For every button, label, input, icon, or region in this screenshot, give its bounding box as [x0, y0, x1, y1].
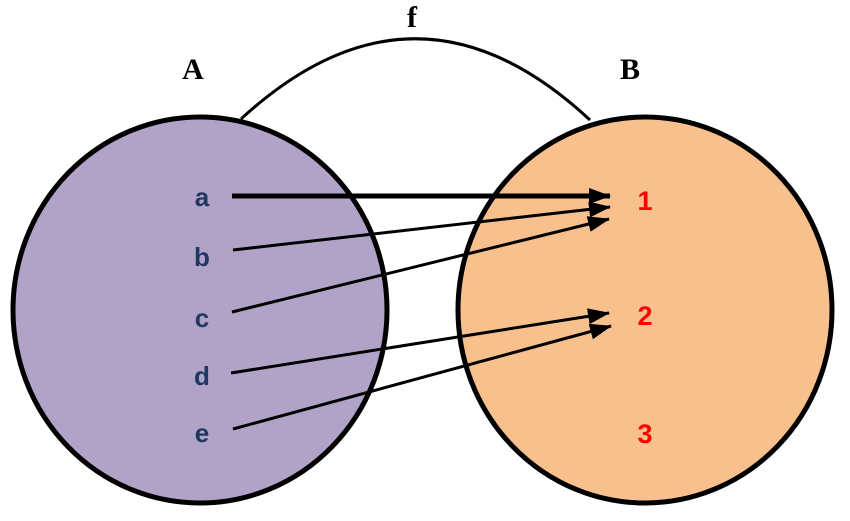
element-e: e	[195, 418, 209, 448]
arrow-e-to-2	[232, 323, 612, 431]
element-c: c	[195, 303, 209, 333]
arrow-b-to-1	[232, 201, 611, 252]
element-2: 2	[637, 301, 652, 331]
element-3: 3	[637, 419, 652, 449]
element-1: 1	[637, 186, 652, 216]
element-a: a	[195, 182, 210, 212]
set-a-circle	[10, 114, 390, 506]
function-label: f	[407, 1, 418, 34]
arrow-c-to-1	[231, 216, 610, 314]
arrow-d-to-2	[230, 308, 610, 375]
set-b-elements: 1 2 3	[637, 186, 652, 449]
element-d: d	[194, 361, 210, 391]
set-a-elements: a b c d e	[194, 182, 210, 448]
set-a-label: A	[182, 53, 204, 86]
element-b: b	[194, 242, 210, 272]
set-b-label: B	[620, 53, 640, 86]
function-arc	[239, 37, 592, 122]
mapping-arrows	[230, 188, 612, 431]
